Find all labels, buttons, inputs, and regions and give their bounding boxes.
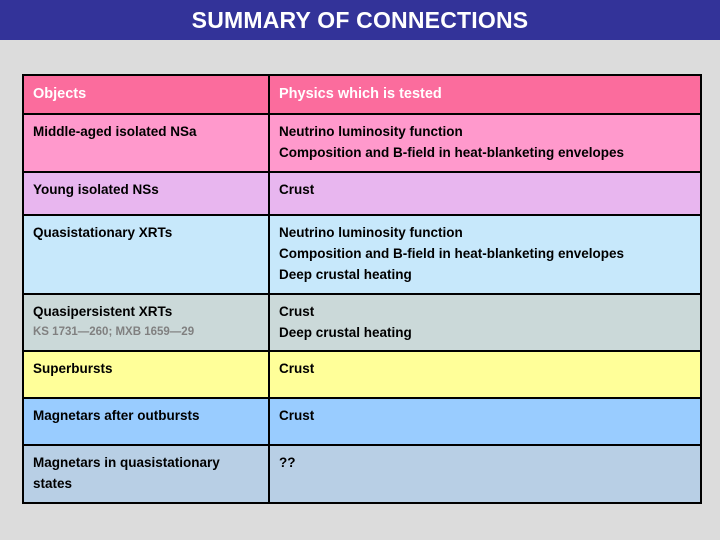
table-row: Magnetars in quasistationary states ?? — [22, 444, 702, 505]
cell-physics: Crust Deep crustal heating — [268, 292, 702, 353]
physics-line: Deep crustal heating — [279, 266, 412, 282]
physics-line: Deep crustal heating — [279, 324, 412, 340]
physics-line: Crust — [279, 303, 315, 319]
object-name: Superbursts — [33, 361, 113, 377]
cell-physics: Crust — [268, 397, 702, 447]
cell-object: Magnetars after outbursts — [22, 397, 270, 447]
cell-physics: Crust — [268, 170, 702, 216]
physics-line: Composition and B-field in heat-blanketi… — [279, 144, 625, 160]
page-title: SUMMARY OF CONNECTIONS — [191, 6, 529, 33]
physics-line: Crust — [279, 408, 315, 424]
object-name: Young isolated NSs — [33, 181, 159, 197]
title-banner: SUMMARY OF CONNECTIONS — [0, 0, 720, 40]
table-row: Quasipersistent XRTs KS 1731—260; MXB 16… — [22, 292, 702, 353]
physics-line: ?? — [279, 455, 296, 471]
cell-physics: ?? — [268, 444, 702, 505]
table-row: Magnetars after outbursts Crust — [22, 397, 702, 447]
table-row: Superbursts Crust — [22, 350, 702, 400]
table-header-row: Objects Physics which is tested — [22, 74, 702, 115]
cell-object: Quasistationary XRTs — [22, 213, 270, 295]
cell-physics: Neutrino luminosity function Composition… — [268, 113, 702, 173]
table-row: Young isolated NSs Crust — [22, 170, 702, 216]
column-header-physics: Physics which is tested — [268, 74, 702, 115]
table-row: Quasistationary XRTs Neutrino luminosity… — [22, 213, 702, 295]
physics-line: Neutrino luminosity function — [279, 124, 463, 139]
physics-line: Crust — [279, 181, 315, 197]
cell-physics: Neutrino luminosity function Composition… — [268, 213, 702, 295]
summary-table-container: Objects Physics which is tested Middle-a… — [22, 74, 702, 505]
object-name: Magnetars in quasistationary states — [33, 455, 220, 492]
cell-object: Superbursts — [22, 350, 270, 400]
cell-object: Quasipersistent XRTs KS 1731—260; MXB 16… — [22, 292, 270, 353]
cell-object: Magnetars in quasistationary states — [22, 444, 270, 505]
table-row: Middle-aged isolated NSa Neutrino lumino… — [22, 113, 702, 173]
object-name: Quasistationary XRTs — [33, 224, 173, 240]
object-subtext: KS 1731—260; MXB 1659—29 — [33, 325, 195, 338]
object-name: Quasipersistent XRTs — [33, 303, 173, 319]
physics-line: Crust — [279, 361, 315, 377]
object-name: Magnetars after outbursts — [33, 408, 200, 424]
physics-line: Composition and B-field in heat-blanketi… — [279, 245, 625, 261]
column-header-objects: Objects — [22, 74, 270, 115]
physics-line: Neutrino luminosity function — [279, 224, 463, 240]
cell-object: Young isolated NSs — [22, 170, 270, 216]
object-name: Middle-aged isolated NSa — [33, 124, 197, 139]
cell-physics: Crust — [268, 350, 702, 400]
summary-of-connections-table: Objects Physics which is tested Middle-a… — [22, 74, 702, 505]
cell-object: Middle-aged isolated NSa — [22, 113, 270, 173]
